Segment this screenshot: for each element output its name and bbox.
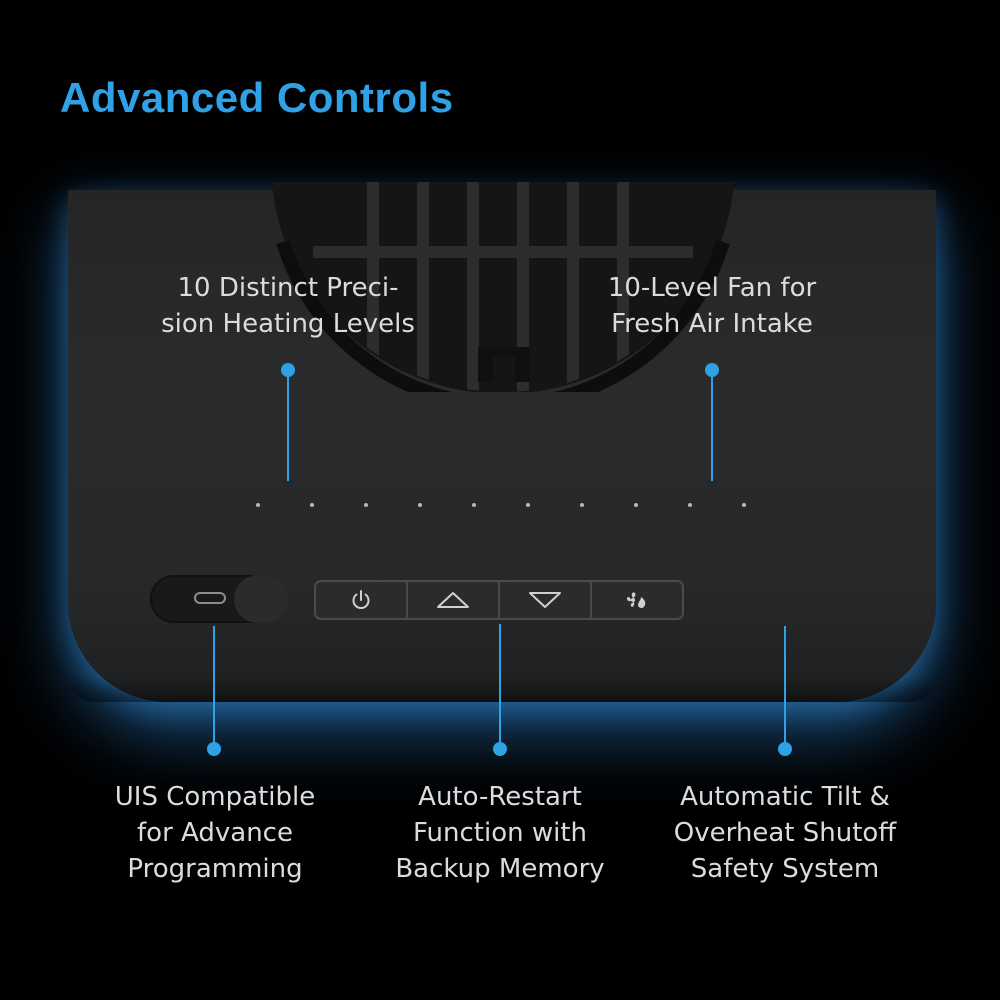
fan-grille-icon [271, 182, 735, 392]
fan-flame-icon [627, 592, 646, 608]
triangle-up-icon [437, 592, 469, 608]
callout-fan-levels: 10-Level Fan for Fresh Air Intake [607, 273, 817, 339]
level-indicator-dots [256, 503, 746, 509]
level-dot-10 [742, 503, 746, 507]
heater-device [68, 182, 936, 702]
power-icon [352, 590, 370, 609]
callout-line-uis [213, 626, 215, 744]
callout-dot-heating [281, 363, 295, 377]
callout-auto-restart: Auto-Restart Function with Backup Memory [395, 782, 605, 884]
callout-heating-levels: 10 Distinct Preci- sion Heating Levels [161, 273, 415, 339]
control-panel [314, 580, 684, 620]
callout-line-fan [711, 377, 713, 481]
usb-c-port-icon [194, 592, 226, 604]
fan-mode-button[interactable] [592, 582, 682, 618]
level-dot-6 [526, 503, 530, 507]
level-up-button[interactable] [408, 582, 500, 618]
callout-dot-restart [493, 742, 507, 756]
callout-line-restart [499, 624, 501, 744]
level-dot-1 [256, 503, 260, 507]
level-dot-4 [418, 503, 422, 507]
level-dot-5 [472, 503, 476, 507]
level-dot-2 [310, 503, 314, 507]
level-down-button[interactable] [500, 582, 592, 618]
power-button[interactable] [316, 582, 408, 618]
usb-port-cover[interactable] [150, 575, 288, 623]
level-dot-8 [634, 503, 638, 507]
callout-dot-uis [207, 742, 221, 756]
callout-line-heating [287, 377, 289, 481]
callout-dot-fan [705, 363, 719, 377]
callout-uis-compatible: UIS Compatible for Advance Programming [114, 782, 316, 884]
level-dot-3 [364, 503, 368, 507]
callout-safety-system: Automatic Tilt & Overheat Shutoff Safety… [673, 782, 897, 884]
triangle-down-icon [529, 592, 561, 608]
page-title: Advanced Controls [60, 74, 454, 121]
usb-cover-slider[interactable] [234, 575, 288, 623]
callout-line-safety [784, 626, 786, 744]
level-dot-9 [688, 503, 692, 507]
callout-dot-safety [778, 742, 792, 756]
level-dot-7 [580, 503, 584, 507]
